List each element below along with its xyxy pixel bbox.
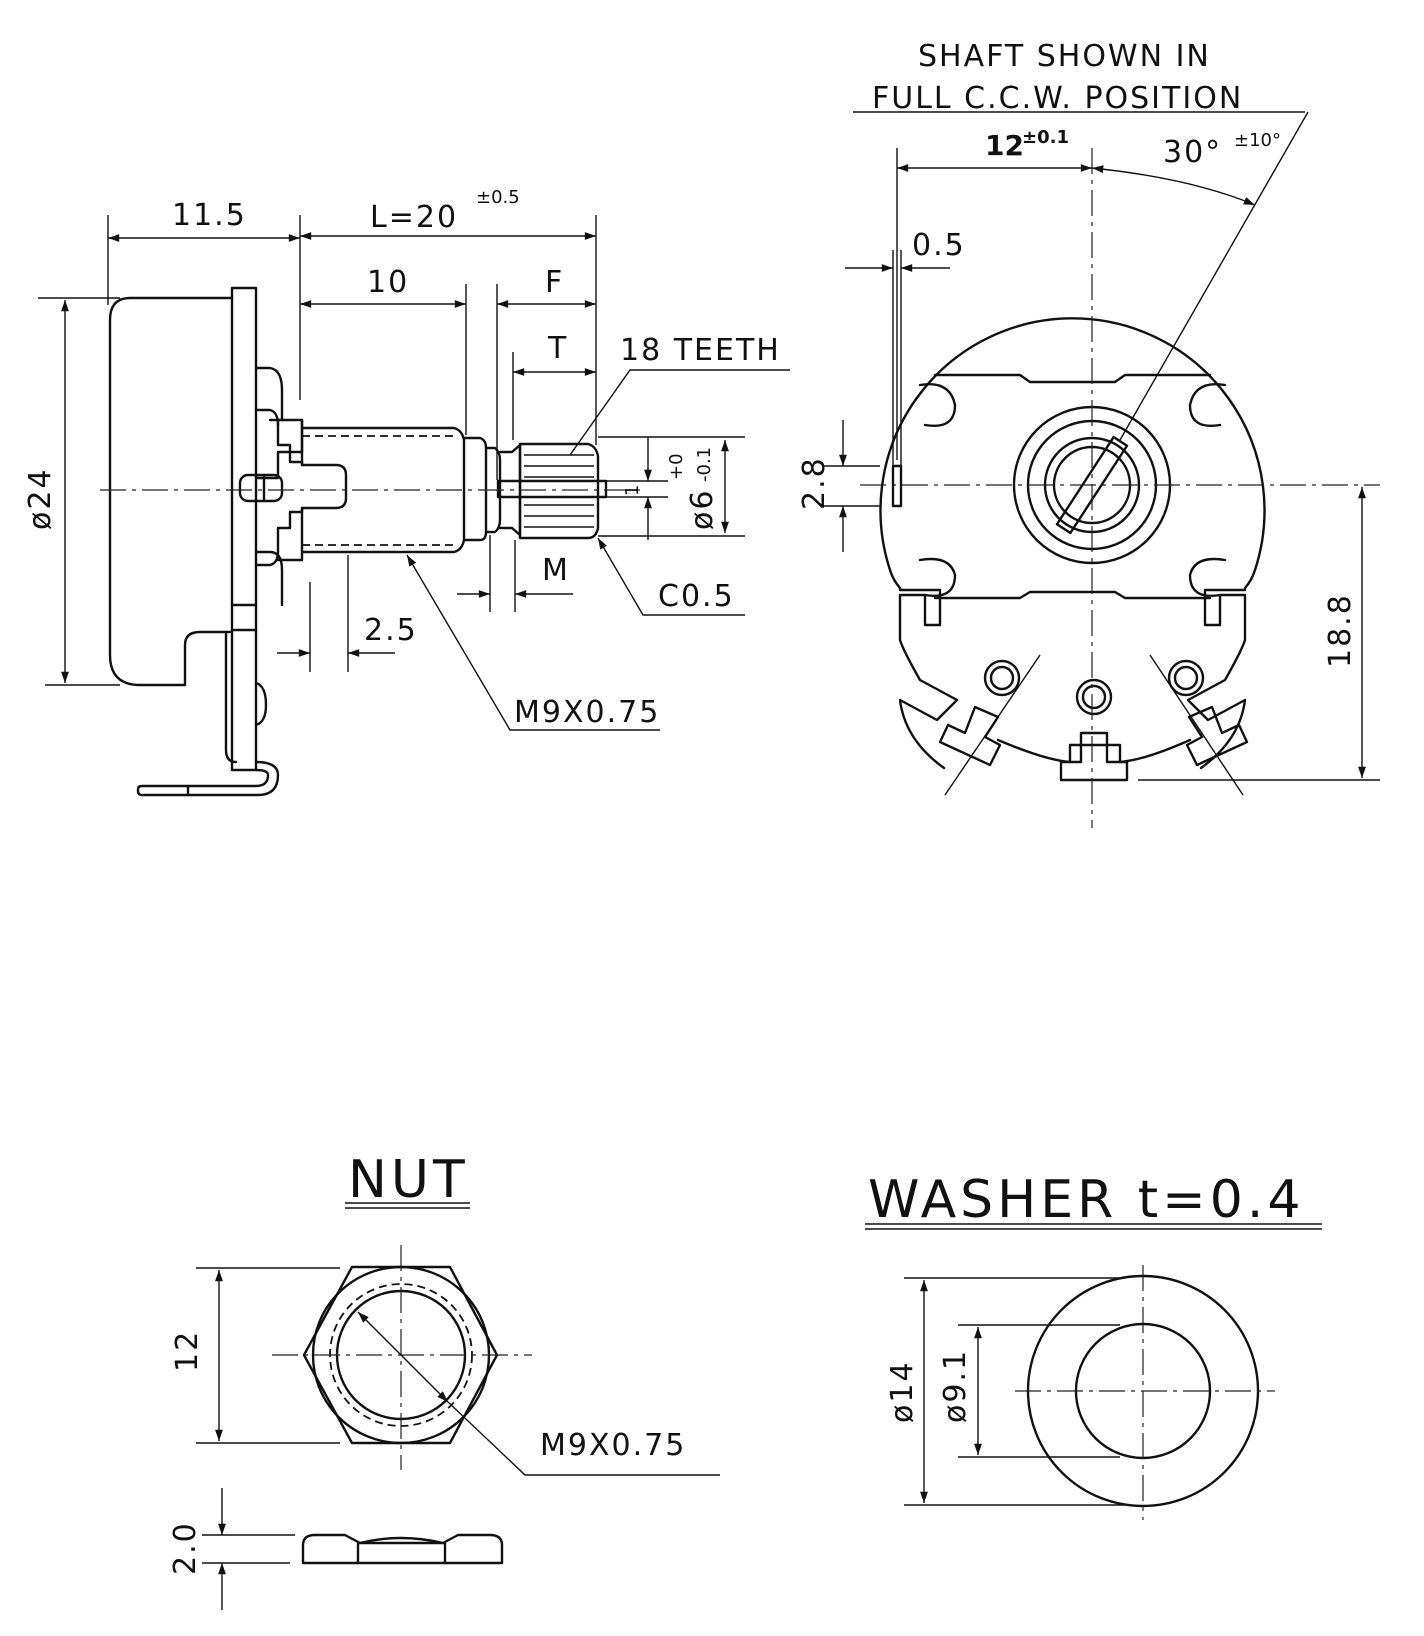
front-housing: [879, 317, 1266, 770]
dim-length: L=20: [370, 200, 458, 235]
dim-flat: F: [545, 265, 564, 300]
nut-view: NUT M9X0.75 12 2.0: [168, 1150, 720, 1610]
dim-tab-offset-tol: ±0.1: [1022, 127, 1069, 148]
thread-note: M9X0.75: [514, 695, 660, 730]
washer-view: WASHER t=0.4 ø14 ø9.1: [865, 1170, 1322, 1520]
dim-thread-length: 10: [367, 265, 409, 300]
threaded-bushing: [300, 426, 466, 554]
front-view: SHAFT SHOWN IN FULL C.C.W. POSITION: [797, 39, 1380, 828]
side-view: 11.5 L=20 ±0.5 10 F T 18 TEETH 1 ø6 +0 -…: [23, 187, 790, 797]
dim-shaft-tol-upper: +0: [666, 453, 687, 480]
knurled-shaft: [518, 442, 600, 540]
terminal-3: [1167, 659, 1205, 697]
terminal-1: [983, 659, 1021, 697]
front-shaft-slot: [1055, 435, 1129, 535]
dim-body-depth: 11.5: [172, 198, 247, 233]
dim-shaft-tol-lower: -0.1: [694, 447, 715, 482]
dim-slot-width: 1: [622, 485, 643, 496]
dim-tab-offset: 12: [985, 129, 1024, 162]
nut-thickness: 2.0: [168, 1521, 203, 1575]
dim-shaft-diameter: ø6: [685, 489, 720, 530]
dim-tab-height: 2.8: [797, 456, 832, 510]
dim-knurl: T: [547, 331, 568, 366]
shaft-note-line1: SHAFT SHOWN IN: [918, 39, 1211, 74]
dim-angle: 30°: [1163, 135, 1222, 170]
nut-across-flats: 12: [170, 1330, 205, 1372]
anti-rotation-tab: [891, 464, 903, 508]
shaft-note-line2: FULL C.C.W. POSITION: [872, 81, 1243, 116]
dim-length-tolerance: ±0.5: [476, 187, 520, 208]
washer-outer-diameter: ø14: [885, 1360, 920, 1423]
washer-inner-diameter: ø9.1: [938, 1349, 973, 1423]
nut-title: NUT: [348, 1150, 469, 1210]
nut-thread-note: M9X0.75: [540, 1428, 686, 1463]
mounting-plate: [230, 286, 258, 772]
teeth-note: 18 TEETH: [620, 333, 781, 368]
chamfer-note: C0.5: [658, 579, 735, 614]
pot-body: [108, 296, 234, 687]
dim-diameter: ø24: [23, 467, 58, 530]
dim-angle-tol: ±10°: [1234, 130, 1281, 151]
terminal: [136, 760, 280, 797]
shaft-slot: [496, 479, 608, 499]
washer-title: WASHER t=0.4: [868, 1170, 1304, 1230]
dim-m: M: [542, 553, 570, 588]
dim-terminal-height: 18.8: [1323, 593, 1358, 668]
terminal-2: [1075, 678, 1113, 716]
dim-tab-thickness: 0.5: [912, 228, 966, 263]
dim-offset: 2.5: [364, 613, 418, 648]
